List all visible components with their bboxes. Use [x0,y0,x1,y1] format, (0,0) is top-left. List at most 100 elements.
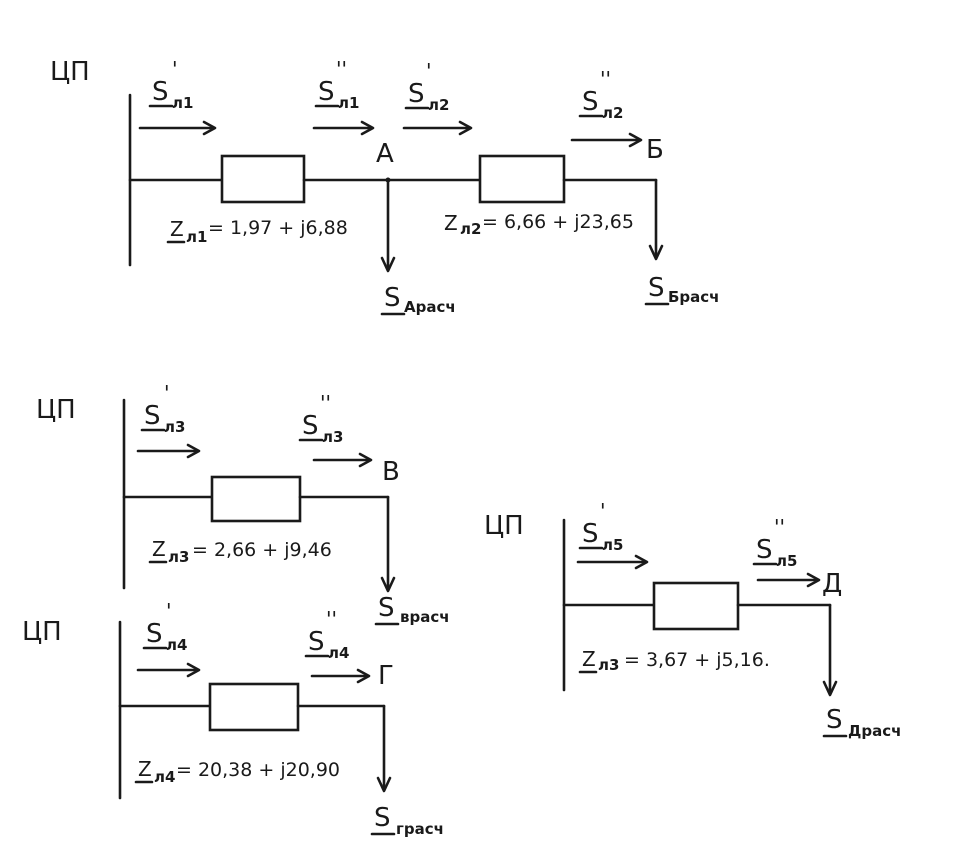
load-a-label: S Арасч [380,283,456,316]
svg-text:Драсч: Драсч [848,722,901,740]
svg-text:S: S [318,77,335,107]
flow-arrow [312,120,375,136]
load-arrow [380,495,396,593]
svg-text:Брасч: Брасч [668,288,719,306]
impedance-l2 [478,154,566,204]
load-label: S врасч [374,593,450,626]
svg-text:л3: л3 [164,418,185,436]
flow-arrow [136,443,201,459]
svg-text:л3: л3 [598,656,619,674]
svg-text:': ' [426,59,432,83]
svg-text:л1: л1 [186,228,207,246]
svg-text:Z: Z [444,211,458,235]
flow-arrow [576,554,649,570]
source-label: ЦП [50,57,90,87]
source-label: ЦП [36,395,76,425]
s-start-label: S ' л4 [142,599,187,654]
flow-arrow [310,668,371,684]
diagram-1: ЦП S ' л1 S '' л1 [50,57,719,316]
svg-text:л3: л3 [168,548,189,566]
s-end-label: S '' л5 [752,515,797,570]
svg-text:'': '' [326,607,337,631]
s-l1-start-label: S ' л1 [148,57,193,112]
svg-text:S: S [756,535,773,565]
svg-text:'': '' [600,67,611,91]
svg-text:= 6,66 + j23,65: = 6,66 + j23,65 [482,211,634,233]
svg-text:л2: л2 [602,104,623,122]
svg-text:S: S [374,803,391,833]
svg-text:л4: л4 [328,644,349,662]
svg-text:Z: Z [170,217,184,241]
svg-text:= 20,38 + j20,90: = 20,38 + j20,90 [176,759,340,781]
source-label: ЦП [484,511,524,541]
load-arrow [822,603,838,697]
svg-text:= 1,97 + j6,88: = 1,97 + j6,88 [208,217,348,239]
z-l3-label: Z л3 = 2,66 + j9,46 [148,537,332,566]
svg-text:Z: Z [582,647,596,671]
svg-text:': ' [172,57,178,81]
diagram-4: ЦП S ' л5 S '' л5 Д Z л3 = 3,67 + j5,16. [484,499,901,740]
svg-text:S: S [308,627,325,657]
svg-text:S: S [302,411,319,441]
svg-text:= 3,67 + j5,16.: = 3,67 + j5,16. [624,649,770,671]
load-label: S грасч [370,803,444,838]
node-a-label: А [376,139,394,169]
s-start-label: S ' л3 [140,381,185,436]
flow-arrow [138,120,217,136]
svg-text:': ' [166,599,172,623]
impedance-l5 [652,581,740,631]
flow-arrow [756,572,821,588]
svg-text:S: S [582,87,599,117]
svg-text:л5: л5 [602,536,623,554]
svg-text:S: S [384,283,401,313]
load-label: S Драсч [822,705,901,740]
flow-arrow [402,120,473,136]
s-l2-end-label: S '' л2 [578,67,623,122]
load-arrow-a [380,178,396,273]
svg-text:S: S [152,77,169,107]
svg-text:л4: л4 [154,768,175,786]
svg-text:л1: л1 [172,94,193,112]
load-arrow [376,704,392,793]
svg-text:Z: Z [138,757,152,781]
svg-text:л1: л1 [338,94,359,112]
svg-text:S: S [146,619,163,649]
svg-text:'': '' [320,391,331,415]
svg-text:'': '' [774,515,785,539]
load-b-label: S Брасч [644,273,719,306]
svg-text:S: S [582,519,599,549]
node-b-label: Б [646,135,664,165]
node-g-label: Г [378,661,394,691]
impedance-l4 [208,682,300,732]
svg-text:л5: л5 [776,552,797,570]
z-l1-label: Z л1 = 1,97 + j6,88 [166,217,348,246]
svg-text:л4: л4 [166,636,187,654]
z-l5-label: Z л3 = 3,67 + j5,16. [578,647,770,674]
svg-text:л3: л3 [322,428,343,446]
s-end-label: S '' л4 [304,607,349,662]
svg-text:S: S [408,79,425,109]
svg-text:= 2,66 + j9,46: = 2,66 + j9,46 [192,539,332,561]
s-l2-start-label: S ' л2 [404,59,449,114]
svg-text:S: S [648,273,665,303]
flow-arrow [312,452,373,468]
svg-text:врасч: врасч [400,608,450,626]
svg-text:': ' [164,381,170,405]
z-l4-label: Z л4 = 20,38 + j20,90 [134,757,340,786]
svg-text:л2: л2 [428,96,449,114]
impedance-l3 [210,475,302,523]
s-end-label: S '' л3 [298,391,343,446]
s-l1-end-label: S '' л1 [314,57,359,112]
svg-text:': ' [600,499,606,523]
svg-text:'': '' [336,57,347,81]
svg-text:S: S [826,705,843,735]
svg-text:грасч: грасч [396,820,444,838]
svg-text:S: S [378,593,395,623]
flow-arrow [570,132,643,148]
node-d-label: Д [822,569,842,599]
impedance-l1 [220,154,306,204]
flow-arrow [136,662,201,678]
diagram-3: ЦП S ' л4 S '' л4 Г Z л4 = 20,38 + j20,9… [22,599,444,838]
svg-text:Z: Z [152,537,166,561]
